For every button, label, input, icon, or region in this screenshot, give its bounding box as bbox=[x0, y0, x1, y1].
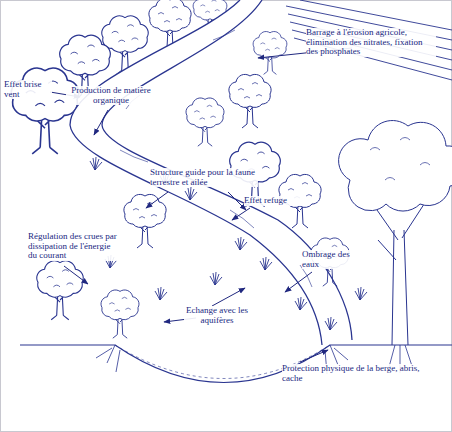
cross-section bbox=[20, 345, 452, 383]
leader-arrows bbox=[50, 48, 352, 362]
function-label: Régulation des crues par dissipation de … bbox=[28, 232, 120, 261]
function-label: Effet refuge bbox=[244, 196, 304, 206]
grass-tufts bbox=[90, 157, 367, 330]
function-label: Protection physique de la berge, abris, … bbox=[282, 364, 432, 383]
function-label: Effet brise vent bbox=[4, 80, 52, 99]
big-tree bbox=[339, 121, 452, 345]
function-label: Barrage à l'érosion agricole, éliminatio… bbox=[306, 28, 436, 57]
function-label: Production de matière organique bbox=[66, 86, 156, 105]
function-label: Ombrage des eaux bbox=[302, 250, 358, 269]
function-label: Structure guide pour la faune terrestre … bbox=[150, 168, 258, 187]
field-stripes bbox=[286, 0, 452, 80]
function-label: Echange avec les aquifères bbox=[184, 306, 250, 325]
